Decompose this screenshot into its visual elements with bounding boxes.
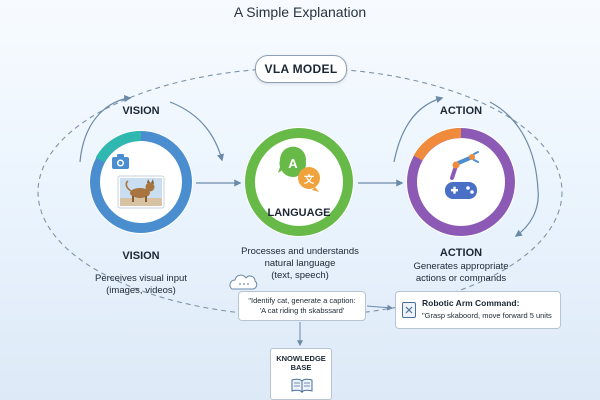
prompt-example-box: "Identify cat, generate a caption: 'A ca…: [238, 291, 366, 321]
document-icon: [402, 302, 416, 318]
action-flow-arc: [489, 101, 539, 237]
prompt-example-line: "Identify cat, generate a caption:: [248, 296, 356, 305]
action-top-label: ACTION: [439, 105, 483, 117]
camera-icon: [112, 154, 129, 169]
robotic-command-box: Robotic Arm Command: "Grasp skaboord, mo…: [395, 291, 561, 329]
cat-image: [117, 175, 165, 209]
page-title: A Simple Explanation: [233, 4, 367, 20]
translate-glyph-a: A: [288, 156, 298, 171]
robotic-arm-icon: [450, 151, 479, 180]
knowledge-base-label: KNOWLEDGE BASE: [276, 354, 326, 372]
action-flow-arc: [393, 96, 444, 163]
command-text: "Grasp skaboord, move forward 5 units: [422, 311, 552, 320]
vision-description: Perceives visual input (images, videos): [95, 273, 187, 296]
book-icon: [291, 378, 313, 393]
knowledge-base-box: KNOWLEDGE BASE: [270, 348, 332, 400]
vision-flow-arc: [169, 101, 224, 162]
command-title: Robotic Arm Command:: [422, 298, 520, 308]
action-label: ACTION: [439, 247, 483, 259]
language-description: Processes and understands natural langua…: [241, 246, 359, 281]
thought-cloud-icon: [229, 274, 258, 290]
vision-flow-arc: [79, 94, 132, 163]
language-label: LANGUAGE: [267, 207, 331, 219]
translate-glyph-b: 文: [304, 175, 314, 186]
gamepad-icon: [445, 182, 477, 199]
translate-icon: [278, 146, 320, 192]
vla-model-badge: VLA MODEL: [255, 55, 347, 83]
vision-label: VISION: [122, 250, 160, 262]
action-description: Generates appropriate actions or command…: [413, 261, 509, 284]
prompt-to-command-arrow: [366, 304, 394, 311]
vision-top-label: VISION: [122, 105, 160, 117]
prompt-example-line: 'A cat riding th skabssard': [259, 306, 345, 315]
